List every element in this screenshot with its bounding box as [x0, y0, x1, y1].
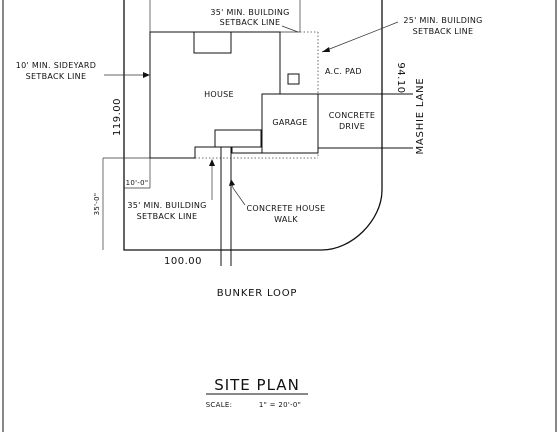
label-walk-2: WALK — [274, 215, 298, 224]
arrow-sideyard — [143, 72, 150, 78]
label-garage: GARAGE — [272, 118, 307, 127]
label-walk-1: CONCRETE HOUSE — [246, 204, 325, 213]
dim-right: 94.10 — [395, 62, 406, 93]
property-boundary — [123, 0, 383, 251]
label-house: HOUSE — [204, 90, 234, 99]
arrow-25-setback — [322, 47, 330, 52]
label-sideyard-1: 10' MIN. SIDEYARD — [16, 61, 96, 70]
house-bump-top — [193, 31, 232, 54]
label-front-setback-2: SETBACK LINE — [137, 212, 198, 221]
arrow-front-setback — [209, 159, 215, 166]
dim-left: 119.00 — [112, 98, 123, 136]
scale-label: SCALE: — [206, 401, 233, 409]
porch — [214, 129, 262, 148]
dim-side-offset: 10'-0" — [126, 179, 149, 187]
label-front-setback-1: 35' MIN. BUILDING — [127, 201, 206, 210]
street-bottom: BUNKER LOOP — [217, 288, 297, 299]
label-sideyard-2: SETBACK LINE — [26, 72, 87, 81]
dim-bottom: 100.00 — [164, 256, 202, 267]
ac-pad — [287, 73, 300, 85]
label-25-setback-1: 25' MIN. BUILDING — [403, 16, 482, 25]
arrow-walk — [229, 179, 235, 186]
dim-front-offset: 35'-0" — [93, 193, 101, 216]
house-footprint — [149, 31, 281, 159]
label-drive-2: DRIVE — [339, 122, 365, 131]
label-ac-pad: A.C. PAD — [325, 67, 362, 76]
title-site-plan: SITE PLAN — [214, 376, 300, 394]
label-drive-1: CONCRETE — [329, 111, 375, 120]
garage-box — [261, 93, 319, 154]
leader-25-setback — [321, 21, 399, 53]
leader-rear-setback — [281, 25, 299, 33]
leader-walk — [231, 181, 246, 206]
label-rear-setback-2: SETBACK LINE — [220, 18, 281, 27]
label-rear-setback-1: 35' MIN. BUILDING — [210, 8, 289, 17]
scale-value: 1" = 20'-0" — [259, 401, 301, 409]
label-25-setback-2: SETBACK LINE — [413, 27, 474, 36]
street-right: MASHIE LANE — [415, 77, 426, 154]
